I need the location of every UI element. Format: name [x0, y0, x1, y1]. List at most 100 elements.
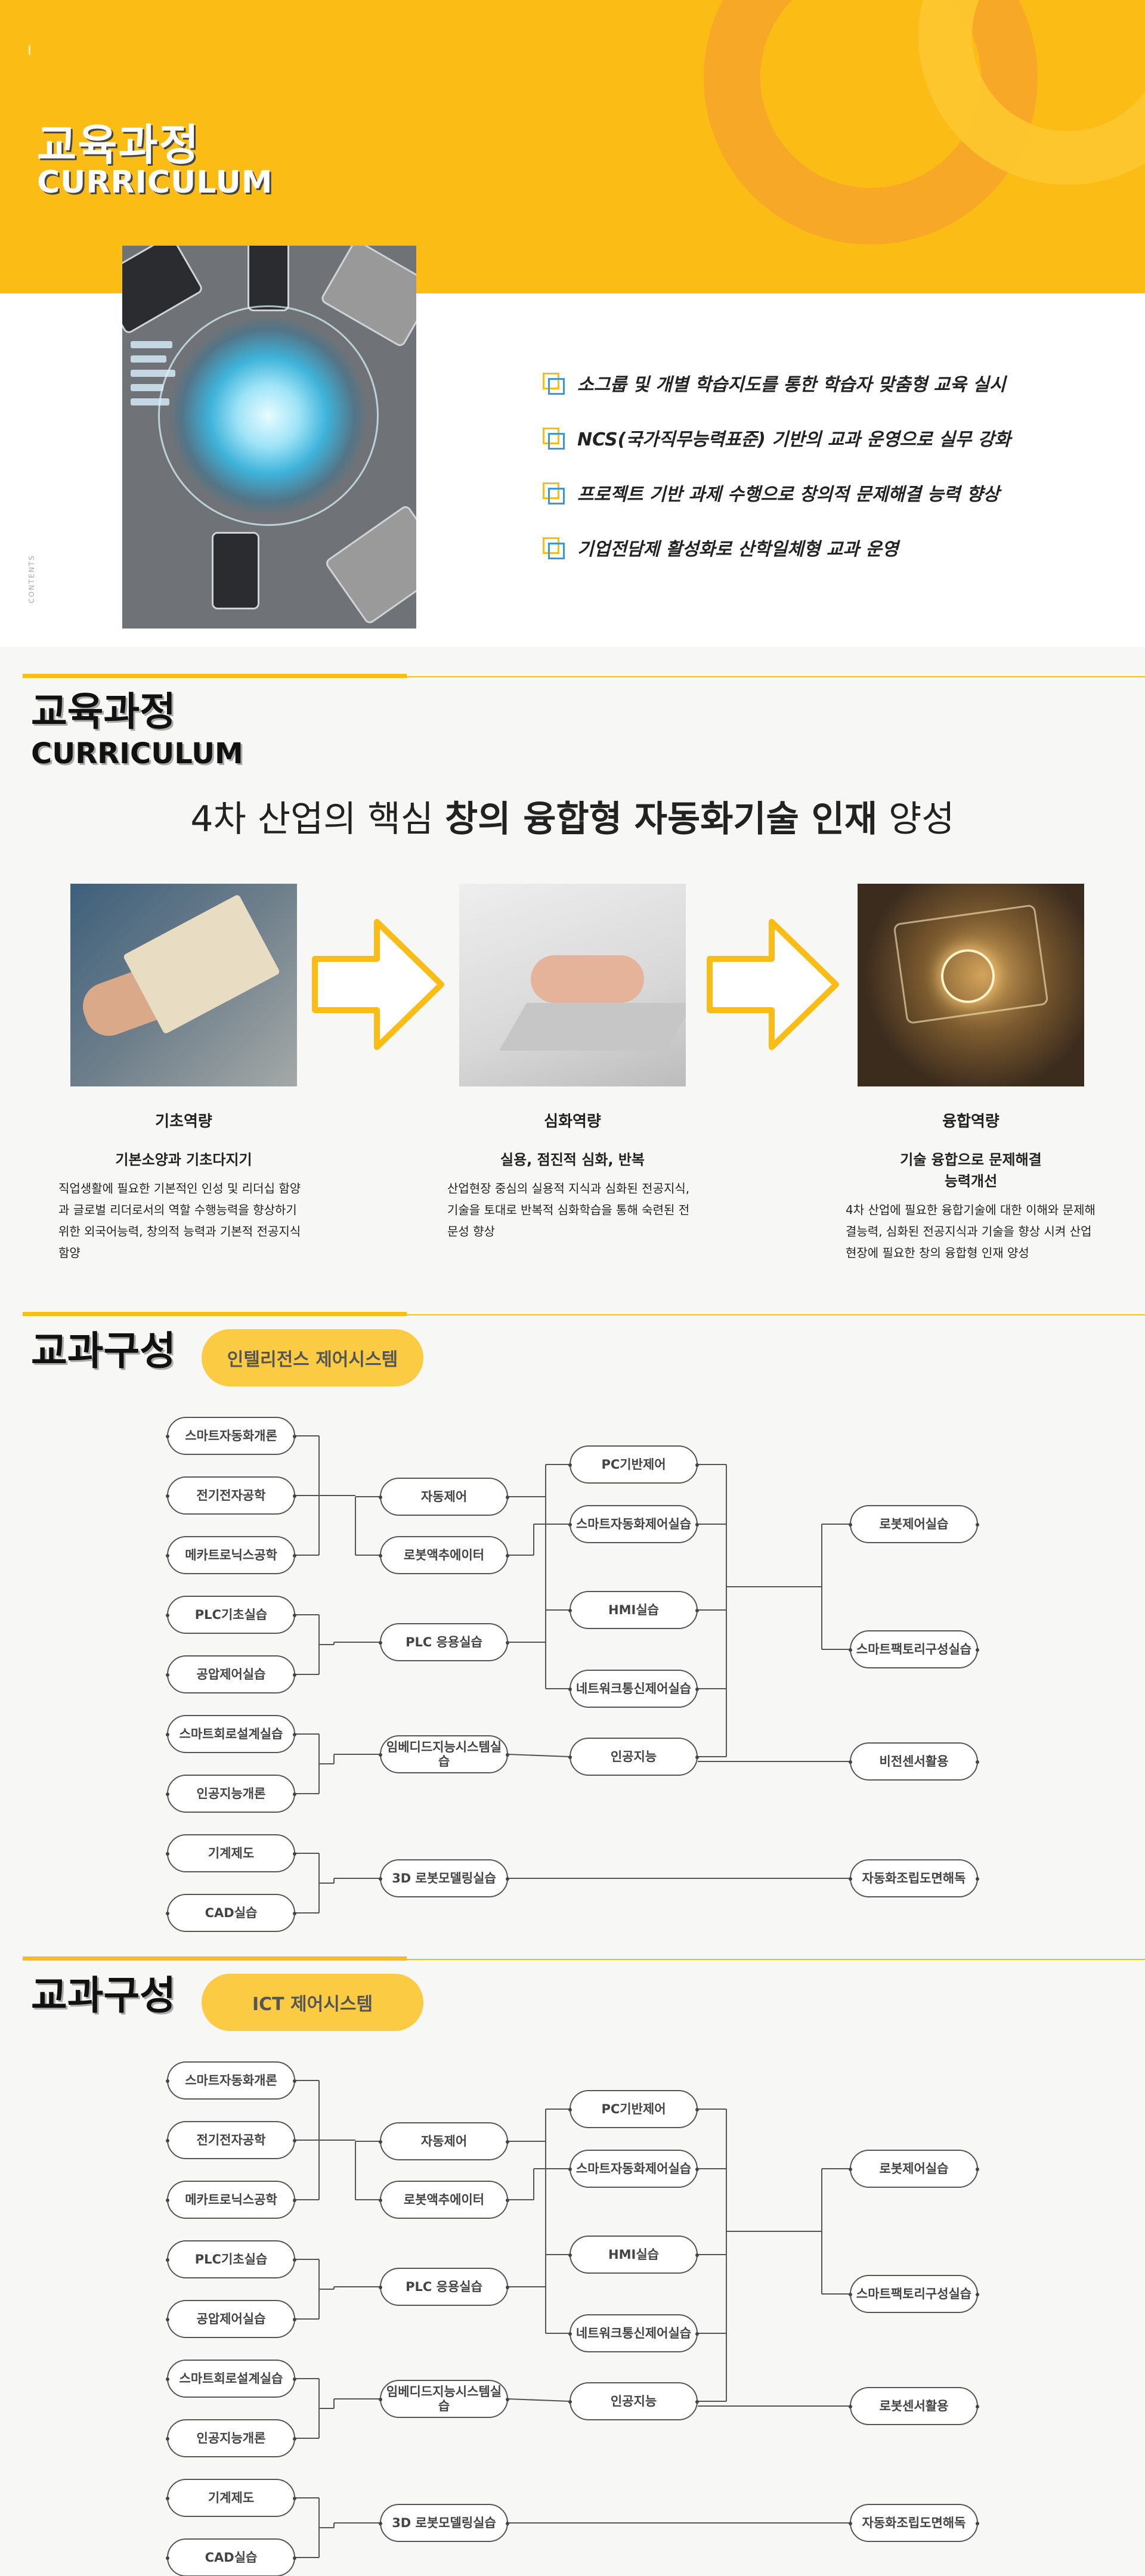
- section-accent-bar: [23, 1312, 407, 1316]
- course-node: CAD실습: [166, 1894, 296, 1932]
- hologram-ring: [158, 305, 379, 526]
- section-subtitle: CURRICULUM: [31, 737, 243, 770]
- course-node: 전기전자공학: [166, 2121, 296, 2159]
- course-node: 인공지능: [568, 2382, 699, 2420]
- lock-icon: [941, 949, 995, 1003]
- stage-advanced: 심화역량 실용, 점진적 심화, 반복 산업현장 중심의 실용적 지식과 심화된…: [447, 1109, 698, 1242]
- course-node: 자동제어: [379, 1478, 509, 1516]
- hero-photo: [122, 246, 416, 628]
- stage-image-convergence: [858, 884, 1084, 1086]
- course-node: PLC기초실습: [166, 1596, 296, 1634]
- course-node: 전기전자공학: [166, 1476, 296, 1515]
- hero-subtitle: CURRICULUM: [37, 165, 273, 200]
- slogan-text: 양성: [877, 798, 955, 840]
- stage-name: 기초역량: [155, 1113, 212, 1131]
- phone-graphic: [212, 532, 259, 609]
- data-line: [131, 355, 166, 363]
- data-line: [131, 398, 169, 405]
- square-bullet-icon: [543, 373, 565, 395]
- course-node: 로봇액추에이터: [379, 2181, 509, 2219]
- hero-banner: 교육과정 CURRICULUM: [0, 0, 1145, 293]
- stage-heading: 기본소양과 기초다지기: [115, 1151, 252, 1168]
- course-node: 공압제어실습: [166, 1655, 296, 1693]
- connector-lines: [295, 2080, 850, 2558]
- course-node: 공압제어실습: [166, 2300, 296, 2338]
- course-node: 스마트회로설계실습: [166, 1715, 296, 1753]
- stage-description: 산업현장 중심의 실용적 지식과 심화된 전공지식, 기술을 토대로 반복적 심…: [447, 1181, 690, 1239]
- right-arrow-icon: [707, 919, 839, 1050]
- course-node: 로봇액추에이터: [379, 1536, 509, 1574]
- stage-description: 4차 산업에 필요한 융합기술에 대한 이해와 문제해결능력, 심화된 전공지식…: [846, 1203, 1096, 1260]
- course-node: HMI실습: [568, 1591, 699, 1629]
- course-node: PC기반제어: [568, 1445, 699, 1484]
- course-node: 스마트자동화제어실습: [568, 2150, 699, 2188]
- stage-name: 심화역량: [544, 1113, 601, 1131]
- section-accent-bar: [23, 1956, 407, 1961]
- track-title-badge: ICT 제어시스템: [202, 1974, 423, 2031]
- course-node: CAD실습: [166, 2538, 296, 2576]
- course-node: 메카트로닉스공학: [166, 1536, 296, 1574]
- course-node: 네트워크통신제어실습: [568, 1670, 699, 1708]
- stage-image-basic: [70, 884, 297, 1086]
- stage-convergence: 융합역량 기술 융합으로 문제해결 능력개선 4차 산업에 필요한 융합기술에 …: [846, 1109, 1096, 1264]
- phone-graphic: [247, 246, 289, 311]
- bullet-text: NCS(국가직무능력표준) 기반의 교과 운영으로 실무 강화: [577, 429, 1011, 450]
- course-node: PLC기초실습: [166, 2240, 296, 2278]
- course-node: 스마트팩토리구성실습: [849, 2275, 979, 2313]
- stage-basic: 기초역량 기본소양과 기초다지기 직업생활에 필요한 기본적인 인성 및 리더십…: [58, 1109, 309, 1264]
- right-arrow-icon: [312, 919, 444, 1050]
- track-title-badge: 인텔리전스 제어시스템: [202, 1329, 423, 1386]
- course-node: 로봇센서활용: [849, 2387, 979, 2425]
- bullet-text: 프로젝트 기반 과제 수행으로 창의적 문제해결 능력 향상: [577, 484, 999, 505]
- course-node: 인공지능개론: [166, 1775, 296, 1813]
- slogan-highlight: 창의 융합형 자동화기술 인재: [445, 798, 878, 840]
- banner-tick: [29, 45, 30, 55]
- hands-graphic: [531, 955, 644, 1003]
- course-node: 기계제도: [166, 1834, 296, 1872]
- stage-heading: 실용, 점진적 심화, 반복: [500, 1151, 645, 1168]
- course-node: 네트워크통신제어실습: [568, 2314, 699, 2352]
- course-node: 인공지능: [568, 1738, 699, 1776]
- connector-line: [507, 2398, 570, 2402]
- bullet-text: 기업전담제 활성화로 산학일체형 교과 운영: [577, 539, 899, 560]
- course-node: 메카트로닉스공학: [166, 2181, 296, 2219]
- section-accent-bar: [23, 674, 407, 678]
- course-node: PC기반제어: [568, 2090, 699, 2128]
- course-node: 자동화조립도면해독: [849, 2504, 979, 2542]
- course-node: 임베디드지능시스템실습: [379, 2380, 509, 2418]
- section-divider: [23, 1959, 1145, 1960]
- stage-heading: 기술 융합으로 문제해결 능력개선: [900, 1151, 1042, 1190]
- course-node: 비전센서활용: [849, 1742, 979, 1781]
- laptop-graphic: [122, 246, 205, 336]
- square-bullet-icon: [543, 537, 565, 559]
- keyboard-graphic: [499, 1003, 686, 1051]
- course-node: 3D 로봇모델링실습: [379, 2504, 509, 2542]
- hero-bullet-list: 소그룹 및 개별 학습지도를 통한 학습자 맞춤형 교육 실시 NCS(국가직무…: [543, 355, 1011, 575]
- curriculum-slogan: 4차 산업의 핵심 창의 융합형 자동화기술 인재 양성: [0, 790, 1145, 842]
- slogan-text: 4차 산업의 핵심: [190, 798, 445, 840]
- course-node: 임베디드지능시스템실습: [379, 1735, 509, 1773]
- side-label: CONTENTS: [27, 555, 36, 603]
- course-node: 스마트자동화제어실습: [568, 1505, 699, 1543]
- section-title: 교육과정: [31, 689, 176, 735]
- laptop-graphic: [324, 504, 416, 626]
- stage-name: 융합역량: [942, 1113, 999, 1131]
- connector-line: [507, 1754, 570, 1757]
- list-item: 소그룹 및 개별 학습지도를 통한 학습자 맞춤형 교육 실시: [543, 355, 1011, 410]
- course-node: 스마트팩토리구성실습: [849, 1630, 979, 1668]
- course-node: 스마트회로설계실습: [166, 2360, 296, 2398]
- data-line: [131, 370, 175, 377]
- data-line: [131, 384, 163, 391]
- stage-description: 직업생활에 필요한 기본적인 인성 및 리더십 함양과 글로벌 리더로서의 역할…: [58, 1181, 301, 1260]
- course-node: 자동제어: [379, 2122, 509, 2160]
- course-node: PLC 응용실습: [379, 1623, 509, 1661]
- list-item: 프로젝트 기반 과제 수행으로 창의적 문제해결 능력 향상: [543, 465, 1011, 520]
- course-node: 로봇제어실습: [849, 1505, 979, 1543]
- section-title: 교과구성: [31, 1328, 176, 1374]
- square-bullet-icon: [543, 482, 565, 504]
- hero-title: 교육과정: [37, 120, 200, 170]
- course-node: 인공지능개론: [166, 2419, 296, 2457]
- course-node: 기계제도: [166, 2479, 296, 2517]
